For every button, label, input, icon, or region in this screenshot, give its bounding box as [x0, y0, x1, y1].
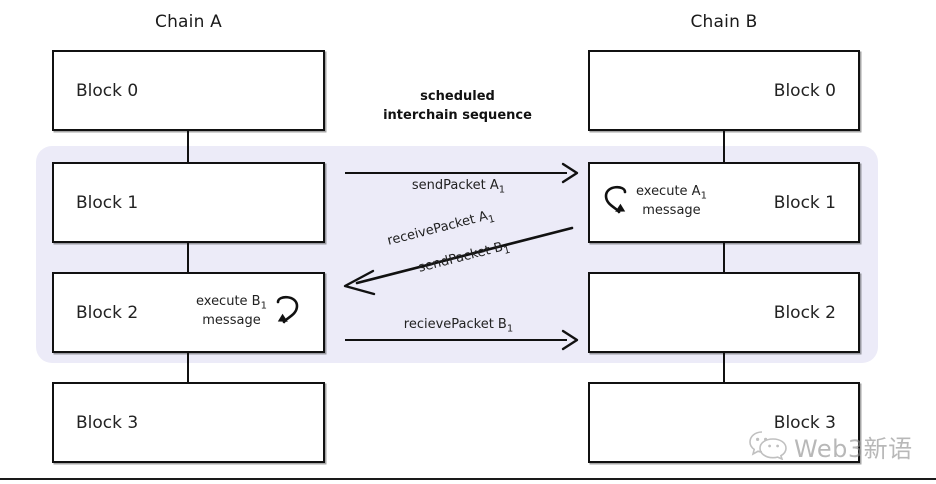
execute-label-line2: message [202, 313, 261, 329]
chain-a-title: Chain A [155, 12, 222, 32]
chain-b-connector-0-1 [723, 131, 725, 162]
block-label: Block 3 [76, 412, 139, 433]
chain-a-execute-annotation: execute B1 message [196, 292, 303, 332]
arrow-label-subscript: 1 [498, 184, 506, 196]
execute-label-line1: execute B [196, 294, 261, 310]
execute-label-line2: message [642, 203, 701, 219]
arrow-shaft [345, 339, 567, 341]
block-label: Block 1 [76, 192, 139, 213]
arrow-head-right-icon [561, 329, 581, 355]
chain-a-connector-0-1 [187, 131, 189, 162]
arrow-head-right-icon [561, 162, 581, 188]
chain-b-connector-2-3 [723, 353, 725, 382]
arrow-label-recieve-packet-b1: recievePacket B1 [345, 317, 572, 335]
arrow-shaft [345, 172, 567, 174]
arrow-label-send-packet-a1: sendPacket A1 [345, 178, 572, 196]
chain-b-execute-annotation: execute A1 message [600, 182, 707, 222]
execute-label-subscript: 1 [700, 190, 707, 202]
chain-a-connector-1-2 [187, 243, 189, 272]
chain-b-block-2: Block 2 [588, 272, 860, 353]
execute-label-subscript: 1 [260, 300, 267, 312]
arrow-label-subscript: 1 [506, 323, 514, 335]
chain-b-block-3: Block 3 [588, 382, 860, 463]
block-label: Block 2 [76, 302, 139, 323]
diagonal-arrow-shaft [343, 226, 574, 296]
execute-a1-text: execute A1 message [636, 184, 707, 219]
arrow-receive-packet-a1-send-packet-b1: receivePacket A1 sendPacket B1 [335, 209, 585, 305]
chain-b-title: Chain B [690, 12, 758, 32]
curved-arrow-counterclockwise-icon [600, 182, 630, 222]
block-label: Block 3 [773, 412, 836, 433]
chain-a-block-3: Block 3 [52, 382, 325, 463]
curved-arrow-clockwise-icon [273, 292, 303, 332]
block-label: Block 0 [76, 80, 139, 101]
arrow-label-text: recievePacket B [403, 317, 507, 332]
chain-b-connector-1-2 [723, 243, 725, 272]
block-label: Block 1 [773, 192, 836, 213]
block-label: Block 2 [773, 302, 836, 323]
scheduled-interchain-sequence-note: scheduled interchain sequence [355, 88, 560, 126]
chain-a-block-0: Block 0 [52, 50, 325, 131]
center-note-line-1: scheduled [420, 89, 495, 104]
center-note-line-2: interchain sequence [383, 107, 532, 123]
chain-b-block-0: Block 0 [588, 50, 860, 131]
execute-label-line1: execute A [636, 184, 701, 200]
chain-b-block-1: Block 1 [588, 162, 860, 243]
chain-a-connector-2-3 [187, 353, 189, 382]
bottom-divider [0, 478, 936, 480]
chain-a-block-1: Block 1 [52, 162, 325, 243]
arrow-label-text: sendPacket A [411, 178, 499, 193]
chain-a-block-2: Block 2 [52, 272, 325, 353]
execute-b1-text: execute B1 message [196, 294, 267, 329]
block-label: Block 0 [773, 80, 836, 101]
